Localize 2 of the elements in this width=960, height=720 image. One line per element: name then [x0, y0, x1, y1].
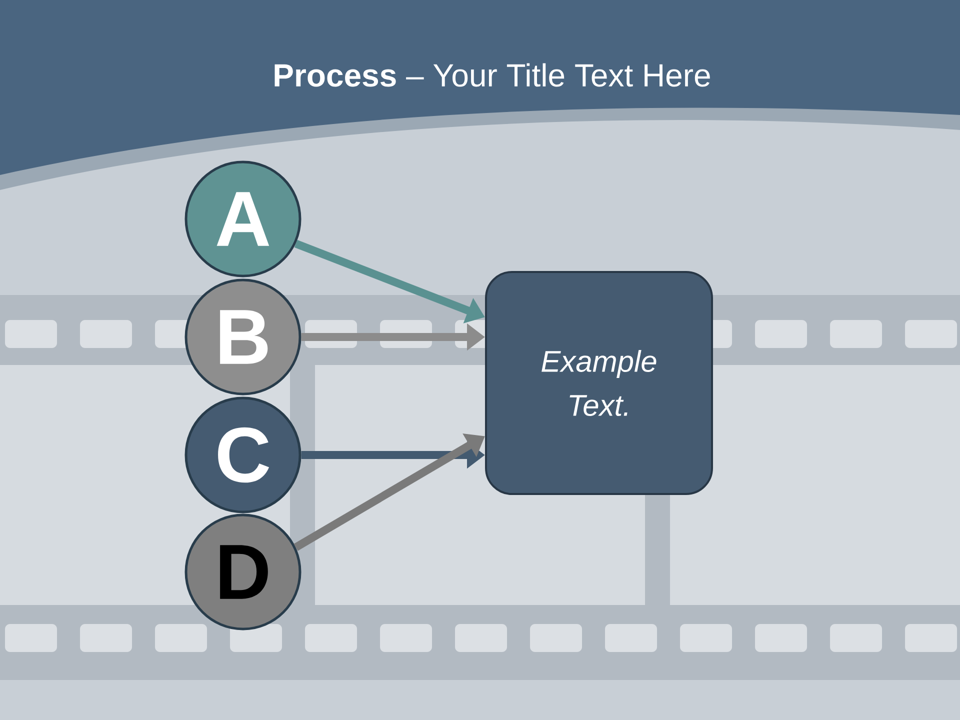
- text-box: Example Text.: [485, 271, 713, 495]
- title: Process – Your Title Text Here: [274, 63, 710, 87]
